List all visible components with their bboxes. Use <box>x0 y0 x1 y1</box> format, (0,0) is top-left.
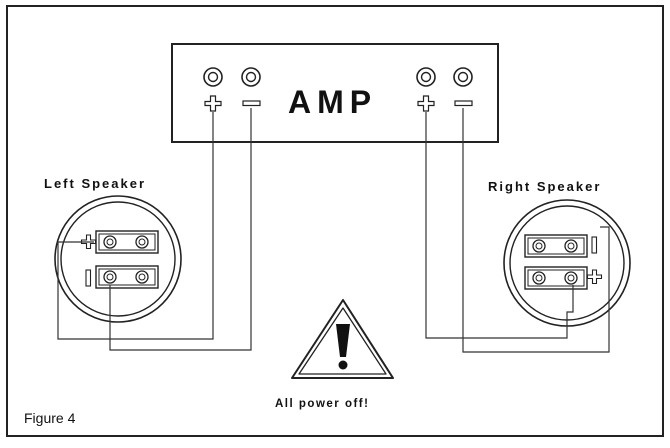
left-speaker-minus-icon <box>85 269 92 287</box>
amp-box <box>171 43 499 143</box>
amp-left-negative-terminal <box>241 67 261 87</box>
amp-right-plus-icon <box>417 95 435 112</box>
amp-left-minus-icon <box>242 100 261 107</box>
amp-left-positive-terminal <box>203 67 223 87</box>
amp-right-positive-terminal <box>416 67 436 87</box>
left-speaker-plus-icon <box>80 234 97 250</box>
figure-caption: Figure 4 <box>24 410 76 426</box>
wire-left-negative <box>109 108 252 351</box>
wire-right-positive <box>425 112 574 339</box>
left-speaker <box>54 195 182 323</box>
right-speaker-plus-icon <box>586 269 603 285</box>
right-speaker-label: Right Speaker <box>488 179 601 194</box>
amp-right-minus-icon <box>454 100 473 107</box>
wire-left-positive <box>57 112 214 340</box>
amp-right-negative-terminal <box>453 67 473 87</box>
warning-icon <box>291 299 394 379</box>
amp-label: AMP <box>288 84 377 120</box>
warning-text: All power off! <box>275 398 369 410</box>
wire-right-negative <box>462 108 610 353</box>
right-speaker-minus-icon <box>591 236 598 254</box>
figure-frame <box>6 5 664 437</box>
left-speaker-label: Left Speaker <box>44 176 146 191</box>
amp-left-plus-icon <box>204 95 222 112</box>
